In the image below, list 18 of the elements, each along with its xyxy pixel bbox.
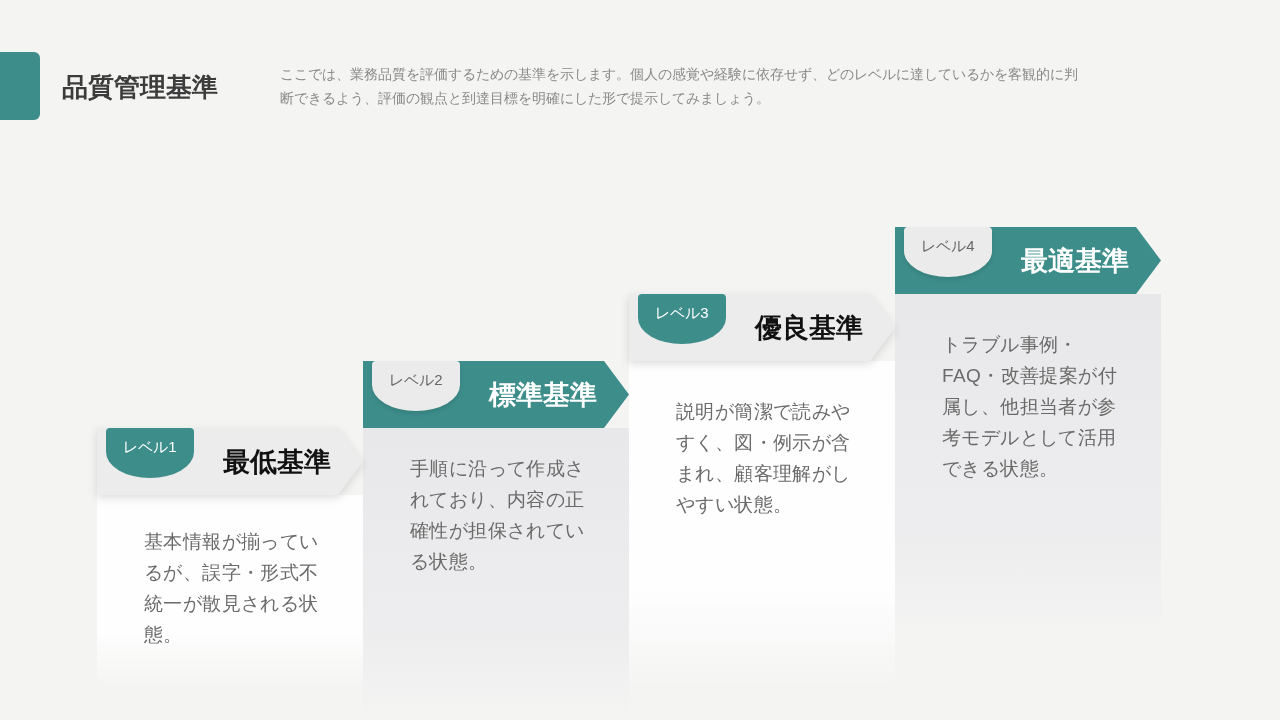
banner-title: 標準基準	[489, 378, 597, 412]
page-title: 品質管理基準	[62, 71, 218, 104]
arrow-banner	[629, 294, 895, 361]
banner-title: 最適基準	[1021, 244, 1129, 278]
level-tab: レベル2	[372, 361, 460, 411]
banner-title: 最低基準	[223, 445, 331, 479]
description-text: トラブル事例・FAQ・改善提案が付属し、他担当者が参考モデルとして活用できる状態。	[942, 333, 1118, 481]
arrow-banner	[97, 428, 363, 495]
description-text: 手順に沿って作成されており、内容の正確性が担保されている状態。	[410, 457, 586, 574]
level-tab: レベル1	[106, 428, 194, 478]
banner-title: 優良基準	[755, 311, 863, 345]
intro-text: ここでは、業務品質を評価するための基準を示します。個人の感覚や経験に依存せず、どのレベルに達しているかを客観的に判断できるよう、評価の観点と到達目標を明確にした形で提示してみましょう。	[280, 65, 1079, 108]
arrow-banner	[363, 361, 629, 428]
arrow-banner	[895, 227, 1161, 294]
description-text: 基本情報が揃っているが、誤字・形式不統一が散見される状態。	[144, 530, 320, 647]
level-tab: レベル3	[638, 294, 726, 344]
description-text: 説明が簡潔で読みやすく、図・例示が含まれ、顧客理解がしやすい状態。	[676, 400, 852, 517]
level-tab: レベル4	[904, 227, 992, 277]
